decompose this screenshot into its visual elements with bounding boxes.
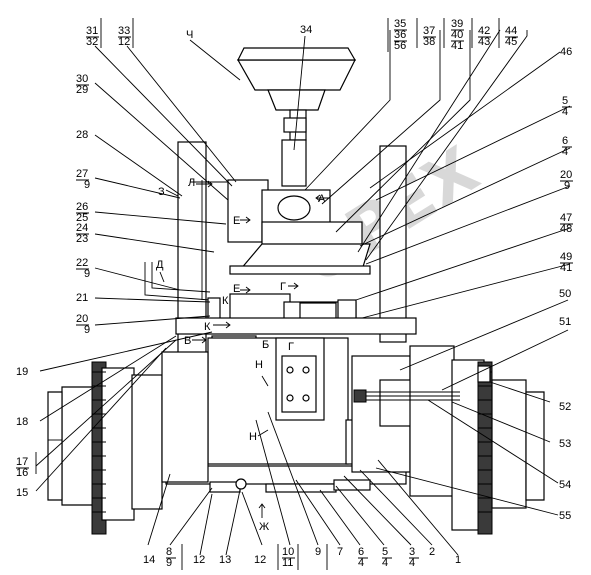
callout-50: 50 — [559, 288, 571, 300]
callout-1: 1 — [455, 554, 461, 566]
view-letters: Ч Л З А Е Д Е Г К К В Б Г Н Н Ж — [156, 29, 330, 533]
view-letter-n-upper: Н — [255, 359, 263, 371]
callout-34: 34 — [300, 24, 312, 36]
callout-13: 13 — [219, 554, 231, 566]
callout-21: 21 — [76, 292, 88, 304]
callout-14: 14 — [143, 554, 155, 566]
callout-54: 54 — [559, 479, 571, 491]
callout-2: 2 — [429, 546, 435, 558]
leader-lines — [35, 18, 571, 570]
callout-28: 28 — [76, 129, 88, 141]
callout-15: 15 — [16, 487, 28, 499]
callout-46: 46 — [560, 46, 572, 58]
view-letter-l: Л — [188, 177, 195, 189]
view-letter-g: Г — [280, 281, 286, 293]
view-letter-k-lower: К — [204, 321, 211, 333]
view-letter-g2: Г — [288, 341, 294, 353]
view-letter-k-upper: К — [222, 295, 229, 307]
callout-18: 18 — [16, 416, 28, 428]
view-letter-a: А — [318, 193, 326, 205]
view-letter-b: Б — [262, 339, 269, 351]
callout-12-b: 12 — [254, 554, 266, 566]
view-letter-z: З — [158, 186, 165, 198]
callout-12-a: 12 — [193, 554, 205, 566]
view-letter-d: Д — [156, 259, 164, 271]
view-letter-e-lower: Е — [233, 283, 240, 295]
callout-55: 55 — [559, 510, 571, 522]
view-letter-v: В — [184, 335, 191, 347]
view-letter-n-lower: Н — [249, 431, 257, 443]
callout-19: 19 — [16, 366, 28, 378]
view-letter-zh: Ж — [259, 521, 269, 533]
view-letter-ch: Ч — [186, 29, 193, 41]
mechanism-drawing — [47, 47, 545, 535]
callout-7: 7 — [337, 546, 343, 558]
callout-52: 52 — [559, 401, 571, 413]
callout-53: 53 — [559, 438, 571, 450]
callout-9: 9 — [315, 546, 321, 558]
callout-51: 51 — [559, 316, 571, 328]
view-letter-e-upper: Е — [233, 215, 240, 227]
